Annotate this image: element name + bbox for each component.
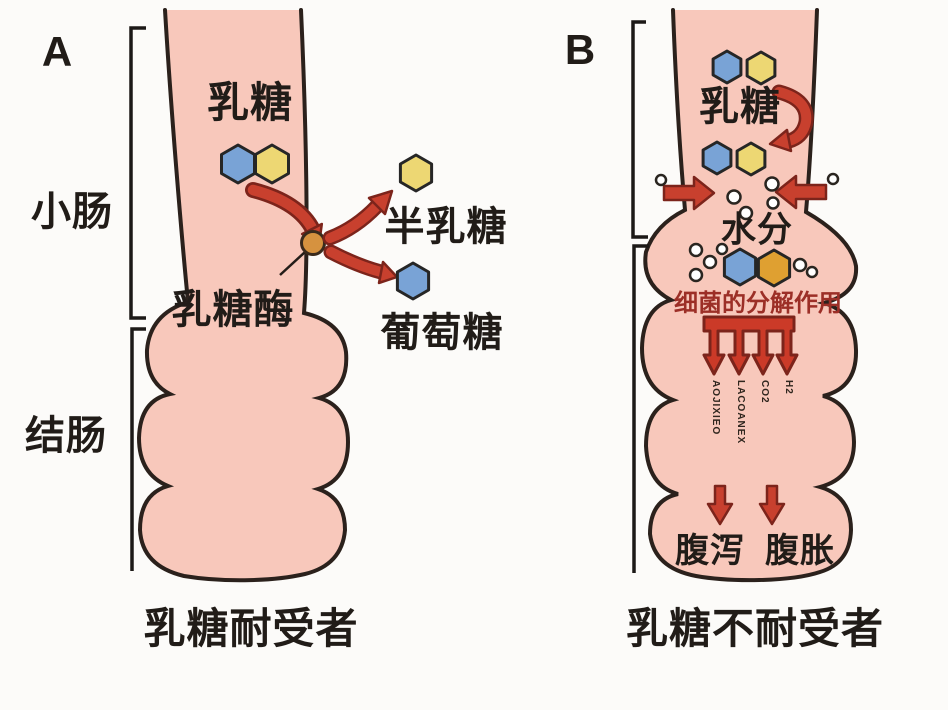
gas-label-co2: CO2	[759, 380, 770, 404]
water-influx-arrows	[662, 174, 828, 211]
small-intestine-bracket-a	[129, 26, 146, 320]
orange-sugar-hexagon-icon	[756, 248, 792, 288]
label-colon: 结肠	[25, 414, 107, 458]
label-diarrhea: 腹泻	[675, 532, 745, 570]
lactose-molecule-icon-a	[220, 143, 290, 185]
label-galactose: 半乳糖	[384, 205, 508, 249]
caption-lactose-tolerant: 乳糖耐受者	[143, 605, 359, 652]
small-intestine-and-colon-outline-a	[136, 8, 351, 583]
lactose-molecule-icon-b-lower	[701, 140, 767, 177]
glucose-product-hexagon-icon	[395, 261, 431, 301]
galactose-product-hexagon-icon	[398, 153, 434, 193]
symptom-arrows	[706, 484, 786, 526]
label-glucose: 葡萄糖	[380, 311, 504, 355]
panel-b-label: B	[564, 26, 596, 73]
panel-a-intestine	[136, 8, 351, 583]
diarrhea-arrow-icon	[706, 484, 734, 526]
caption-lactose-intolerant: 乳糖不耐受者	[625, 605, 885, 652]
colon-bracket-b	[632, 244, 649, 573]
gas-label-1: AOJIXIEO	[710, 380, 721, 436]
glucose-hexagon-icon	[711, 49, 743, 85]
galactose-hexagon-icon	[735, 141, 767, 177]
gas-release-arrows-icon	[702, 315, 799, 376]
colon-bracket-a	[130, 327, 146, 571]
lactase-pointer-line	[279, 251, 306, 276]
label-lactose-a: 乳糖	[206, 79, 294, 126]
label-lactase: 乳糖酶	[171, 288, 295, 332]
panel-a-label: A	[41, 28, 73, 75]
label-bacterial-breakdown: 细菌的分解作用	[674, 290, 842, 317]
water-arrow-left-icon	[662, 175, 716, 211]
glucose-hexagon-icon	[220, 143, 256, 185]
glucose-hexagon-icon	[701, 140, 733, 176]
lactose-passing-arrow-icon	[768, 84, 814, 153]
bloating-arrow-icon	[758, 484, 786, 526]
gas-label-2: LACOANEX	[735, 380, 746, 445]
water-arrow-right-icon	[774, 174, 828, 210]
label-water: 水分	[720, 210, 794, 250]
small-intestine-bracket-b	[631, 20, 648, 239]
split-arrow-to-galactose-icon	[322, 189, 394, 246]
glucose-hexagon-icon	[722, 247, 758, 287]
small-intestine-and-colon-shape-a	[139, 10, 348, 581]
split-arrow-to-glucose-icon	[323, 244, 399, 285]
label-small-intestine: 小肠	[31, 190, 113, 234]
label-lactose-b: 乳糖	[699, 85, 781, 129]
galactose-hexagon-icon	[745, 50, 777, 86]
label-bloating: 腹胀	[765, 532, 835, 570]
lactase-enzyme-icon	[300, 230, 326, 256]
galactose-hexagon-icon	[254, 143, 290, 185]
panel-b-intestine	[639, 8, 859, 583]
water-droplet-icons	[654, 172, 840, 283]
small-intestine-and-colon-shape-b	[642, 10, 857, 581]
gas-label-h2: H2	[783, 380, 794, 395]
small-intestine-and-colon-outline-b	[639, 8, 859, 583]
lactose-molecule-icon-b-top	[711, 49, 777, 86]
fermented-sugar-molecule-icon	[722, 247, 792, 288]
